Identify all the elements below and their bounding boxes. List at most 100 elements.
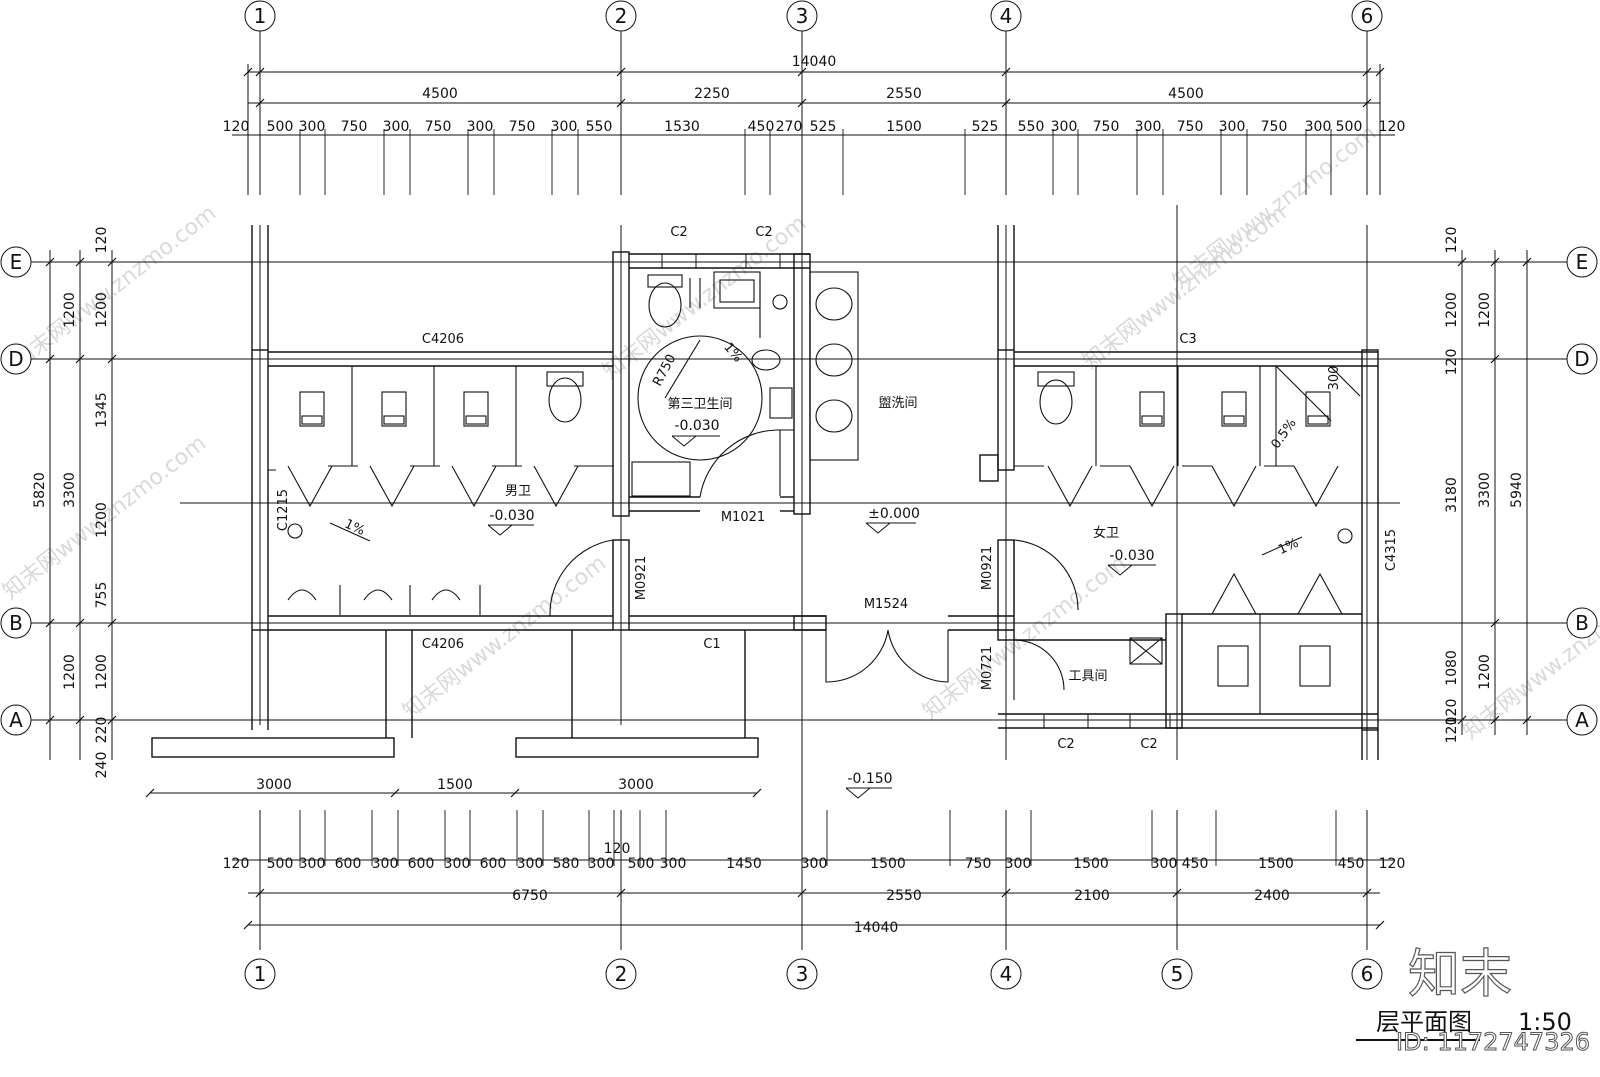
dim-right-inner: 120 bbox=[1444, 699, 1460, 726]
dim-detail: 1500 bbox=[1258, 856, 1294, 872]
dim-bay: 2550 bbox=[886, 86, 922, 102]
dim-bay: 2400 bbox=[1254, 888, 1290, 904]
dim-detail: 600 bbox=[335, 856, 362, 872]
dim-left-mid: 240 bbox=[94, 752, 110, 779]
dim-left-outer: 5820 bbox=[32, 472, 48, 508]
dim-right-inner: 1200 bbox=[1444, 292, 1460, 328]
dim-step: 3000 bbox=[618, 777, 654, 793]
room-men: 男卫 bbox=[505, 484, 531, 499]
dim-detail: 1450 bbox=[726, 856, 762, 872]
dim-right-mid: 1200 bbox=[1477, 292, 1493, 328]
elevation-hall: ±0.000 bbox=[868, 506, 920, 522]
axis-bubble-6-bottom bbox=[1351, 958, 1383, 990]
label-c2: C2 bbox=[670, 225, 687, 240]
axis-bubble-B-right bbox=[1566, 607, 1598, 639]
axis-label: B bbox=[1575, 611, 1589, 635]
dim-left-inner: 220 bbox=[94, 717, 110, 744]
room-women: 女卫 bbox=[1093, 525, 1119, 541]
axis-bubble-B-left bbox=[0, 607, 32, 639]
radius-label: R750 bbox=[650, 352, 679, 389]
dim-left-inner: 1200 bbox=[94, 654, 110, 690]
label-c1215: C1215 bbox=[276, 489, 291, 531]
dim-detail: 525 bbox=[810, 119, 837, 135]
dim-detail: 500 bbox=[1336, 119, 1363, 135]
dim-detail: 750 bbox=[509, 119, 536, 135]
axis-label: B bbox=[9, 611, 23, 635]
dim-overall-bottom: 14040 bbox=[854, 920, 899, 936]
axis-label: A bbox=[9, 708, 23, 732]
drawing-scale: 1:50 bbox=[1518, 1008, 1572, 1036]
dim-overall-top: 14040 bbox=[792, 54, 837, 70]
dim-detail: 1530 bbox=[664, 119, 700, 135]
dim-detail: 750 bbox=[425, 119, 452, 135]
elevation-women: -0.030 bbox=[1109, 548, 1154, 564]
dim-detail: 580 bbox=[553, 856, 580, 872]
dim-detail: 120 bbox=[1379, 856, 1406, 872]
label-c1: C1 bbox=[703, 637, 720, 652]
axis-label: 2 bbox=[615, 4, 628, 28]
axis-bubble-A-left bbox=[0, 704, 32, 736]
dim-left-mid: 3300 bbox=[62, 472, 78, 508]
label-m1524: M1524 bbox=[864, 597, 908, 612]
axis-label: 5 bbox=[1171, 962, 1184, 986]
dim-left-mid: 1200 bbox=[62, 292, 78, 328]
entrance-steps bbox=[151, 630, 759, 758]
walls bbox=[251, 225, 1379, 760]
axis-label: 1 bbox=[254, 4, 267, 28]
dim-detail: 300 bbox=[1151, 856, 1178, 872]
watermark-layer: 知末网www.znzmo.com 知末网www.znzmo.com 知末网www… bbox=[0, 121, 1600, 745]
dim-detail: 750 bbox=[1093, 119, 1120, 135]
title-block: 层平面图 1:50 知末 ID: 1172747326 bbox=[1356, 944, 1591, 1057]
slope-label: 1% bbox=[342, 517, 367, 539]
dim-detail: 600 bbox=[408, 856, 435, 872]
dim-detail: 550 bbox=[586, 119, 613, 135]
side-dimension-text: 5820 1200 3300 1200 240 120 1200 1345 12… bbox=[32, 227, 1525, 779]
axis-label: 4 bbox=[1000, 4, 1013, 28]
dim-detail: 550 bbox=[1018, 119, 1045, 135]
dim-left-inner: 1200 bbox=[94, 292, 110, 328]
men-stalls bbox=[268, 366, 614, 615]
dim-right-inner: 1080 bbox=[1444, 650, 1460, 686]
dim-detail: 300 bbox=[551, 119, 578, 135]
dim-detail: 300 bbox=[1005, 856, 1032, 872]
axis-label: 6 bbox=[1361, 962, 1374, 986]
logo-mark: 知末 bbox=[1408, 945, 1512, 1005]
elevation-outside: -0.150 bbox=[847, 771, 892, 787]
label-c4206-bottom: C4206 bbox=[422, 637, 464, 652]
room-tool: 工具间 bbox=[1068, 669, 1107, 684]
dim-detail: 600 bbox=[480, 856, 507, 872]
axis-bubble-3-bottom bbox=[786, 958, 818, 990]
grid-lines bbox=[30, 31, 1572, 950]
axis-label: 6 bbox=[1361, 4, 1374, 28]
label-c3: C3 bbox=[1179, 332, 1196, 347]
label-m0921: M0921 bbox=[634, 556, 649, 600]
dim-detail: 270 bbox=[776, 119, 803, 135]
dim-detail: 1500 bbox=[870, 856, 906, 872]
detail-ticks bbox=[299, 129, 1337, 866]
watermark-text: 知末网www.znzmo.com bbox=[1168, 121, 1381, 295]
axis-label: E bbox=[10, 250, 23, 274]
dim-detail: 300 bbox=[383, 119, 410, 135]
dim-detail: 500 bbox=[628, 856, 655, 872]
axis-bubble-E-left bbox=[0, 246, 32, 278]
dim-left-inner: 1345 bbox=[94, 392, 110, 428]
axis-bubble-E-right bbox=[1566, 246, 1598, 278]
dim-right-inner: 120 bbox=[1444, 227, 1460, 254]
label-c4206-top: C4206 bbox=[422, 332, 464, 347]
axis-label: E bbox=[1576, 250, 1589, 274]
dim-detail: 120 bbox=[223, 856, 250, 872]
dim-detail: 300 bbox=[1219, 119, 1246, 135]
dim-detail: 500 bbox=[267, 856, 294, 872]
axis-bubble-4-top bbox=[990, 0, 1022, 32]
label-m0921: M0921 bbox=[980, 546, 995, 590]
axis-label: D bbox=[8, 347, 23, 371]
third-toilet-fixtures bbox=[631, 271, 794, 498]
axis-bubble-1-top bbox=[244, 0, 276, 32]
label-m1021: M1021 bbox=[721, 510, 765, 525]
dim-detail: 300 bbox=[467, 119, 494, 135]
axis-label: 3 bbox=[796, 4, 809, 28]
dim-detail: 750 bbox=[1177, 119, 1204, 135]
label-c2: C2 bbox=[755, 225, 772, 240]
dim-detail: 300 bbox=[517, 856, 544, 872]
